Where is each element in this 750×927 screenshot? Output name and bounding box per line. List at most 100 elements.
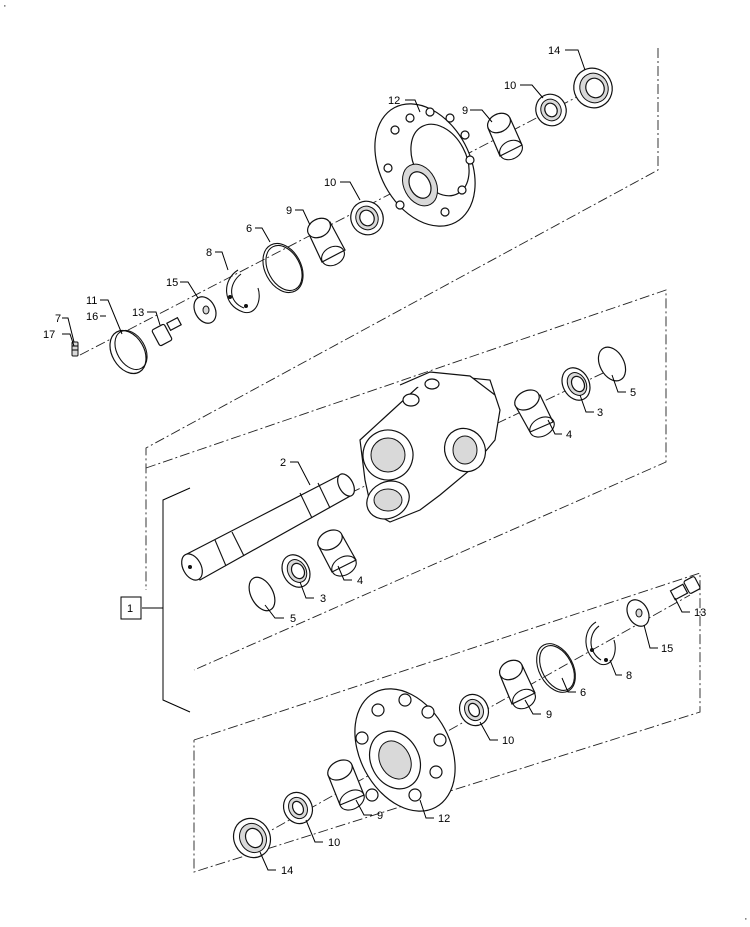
assembly-bracket xyxy=(162,487,191,713)
callout-8-top: 8 xyxy=(206,247,212,259)
leader-11 xyxy=(100,299,123,335)
leader-9-bottom-right xyxy=(524,699,541,715)
leader-5-right xyxy=(611,374,626,393)
wheel-hub-part-12-top xyxy=(374,103,476,227)
bolt-part-13-bottom xyxy=(669,576,701,601)
callout-1-box xyxy=(120,596,142,620)
seal-part-3-right xyxy=(561,367,591,401)
bottom-assembly-boundary xyxy=(193,572,701,873)
bearing-cup-part-9-top-right xyxy=(486,112,523,161)
callout-9-top-right: 9 xyxy=(462,105,468,117)
bearing-cup-part-9-top-left xyxy=(306,217,346,267)
callout-7: 7 xyxy=(55,313,61,325)
leader-5-left xyxy=(264,604,284,619)
leader-9-top-right xyxy=(470,109,493,123)
o-ring-part-6-bottom xyxy=(536,643,576,693)
washer-part-15-bottom xyxy=(626,599,650,627)
callout-15-bottom: 15 xyxy=(661,643,673,655)
washer-part-15-top xyxy=(193,296,217,324)
leader-15-bottom xyxy=(643,624,658,649)
callout-3-left: 3 xyxy=(320,593,326,605)
callout-9-top-left: 9 xyxy=(286,205,292,217)
steering-knuckle-housing xyxy=(359,371,501,523)
leader-12-bottom xyxy=(419,799,434,819)
callout-6-bottom: 6 xyxy=(580,687,586,699)
seal-part-14-top xyxy=(573,67,613,109)
bearing-cone-part-10-bottom-left xyxy=(282,791,314,825)
callout-10-bottom-left: 10 xyxy=(328,837,340,849)
callout-12-top: 12 xyxy=(388,95,400,107)
cover-cap-part-16 xyxy=(109,329,148,375)
leader-4-left xyxy=(337,565,352,581)
seal-part-3-left xyxy=(281,554,311,588)
leader-3-right xyxy=(579,394,594,413)
callout-8-bottom: 8 xyxy=(626,670,632,682)
corner-mark-top-left: · xyxy=(3,0,7,12)
leader-3-left xyxy=(299,581,314,599)
callout-4-right: 4 xyxy=(566,429,572,441)
bearing-cone-part-10-top-right xyxy=(535,93,567,127)
callout-14-top: 14 xyxy=(548,45,560,57)
leader-4-right xyxy=(547,419,562,435)
corner-mark-bottom-right: · xyxy=(744,913,748,925)
callout-10-top-left: 10 xyxy=(324,177,336,189)
plug-part-5-left xyxy=(248,576,276,612)
callout-10-bottom-right: 10 xyxy=(502,735,514,747)
snap-ring-part-8-top xyxy=(226,269,260,314)
snap-ring-part-8-bottom xyxy=(585,621,616,666)
leader-13-bottom xyxy=(674,597,690,613)
leader-6-top xyxy=(255,227,271,243)
callout-11: 11 xyxy=(86,295,97,307)
callout-10-top-right: 10 xyxy=(504,80,516,92)
leader-14-top xyxy=(565,49,586,71)
leader-13-top xyxy=(147,311,161,326)
callout-12-bottom: 12 xyxy=(438,813,450,825)
top-assembly-boundary xyxy=(145,48,659,590)
leader-9-bottom-left xyxy=(355,799,372,816)
leader-6-bottom xyxy=(561,677,576,693)
leader-10-bottom-left xyxy=(305,819,323,843)
leader-8-bottom xyxy=(609,659,622,676)
seal-part-14-bottom xyxy=(232,817,272,859)
leader-17 xyxy=(62,333,75,347)
callout-14-bottom: 14 xyxy=(281,865,293,877)
bushing-part-4-right xyxy=(514,389,555,438)
leader-8-top xyxy=(215,251,229,271)
leader-12-top xyxy=(405,99,421,113)
callout-16: 16 xyxy=(86,311,98,323)
shaft-part-2 xyxy=(181,473,355,581)
bolt-part-13-top xyxy=(151,316,182,347)
callout-2: 2 xyxy=(280,457,286,469)
callout-9-bottom-left: 9 xyxy=(377,810,383,822)
leader-10-top-left xyxy=(340,181,361,201)
callout-3-right: 3 xyxy=(597,407,603,419)
bearing-cone-part-10-top-left xyxy=(350,200,384,236)
leader-10-bottom-right xyxy=(479,721,498,741)
plug-part-5-right xyxy=(597,346,627,382)
bushing-part-4-left xyxy=(317,529,357,577)
leader-14-bottom xyxy=(259,851,276,871)
wheel-hub-part-12-bottom xyxy=(354,688,456,812)
middle-assembly-boundary xyxy=(145,289,667,671)
leader-10-top-right xyxy=(520,84,544,99)
callout-5-left: 5 xyxy=(290,613,296,625)
bearing-cup-part-9-bottom-left xyxy=(327,759,365,811)
o-ring-part-6-top xyxy=(262,242,304,294)
bearing-cone-part-10-bottom-right xyxy=(458,693,490,727)
callout-13-top: 13 xyxy=(132,307,144,319)
bearing-cup-part-9-bottom-right xyxy=(498,659,536,710)
callout-1: 1 xyxy=(127,603,133,615)
leader-2 xyxy=(290,461,311,486)
top-axis-line xyxy=(79,84,601,356)
leader-7 xyxy=(62,317,75,343)
callout-4-left: 4 xyxy=(357,575,363,587)
callout-15-top: 15 xyxy=(166,277,178,289)
callout-9-bottom-right: 9 xyxy=(546,709,552,721)
leader-15-top xyxy=(180,281,199,299)
callout-5-right: 5 xyxy=(630,387,636,399)
callout-13-bottom: 13 xyxy=(694,607,706,619)
leader-9-top-left xyxy=(295,209,311,226)
callout-17: 17 xyxy=(43,329,55,341)
callout-6-top: 6 xyxy=(246,223,252,235)
